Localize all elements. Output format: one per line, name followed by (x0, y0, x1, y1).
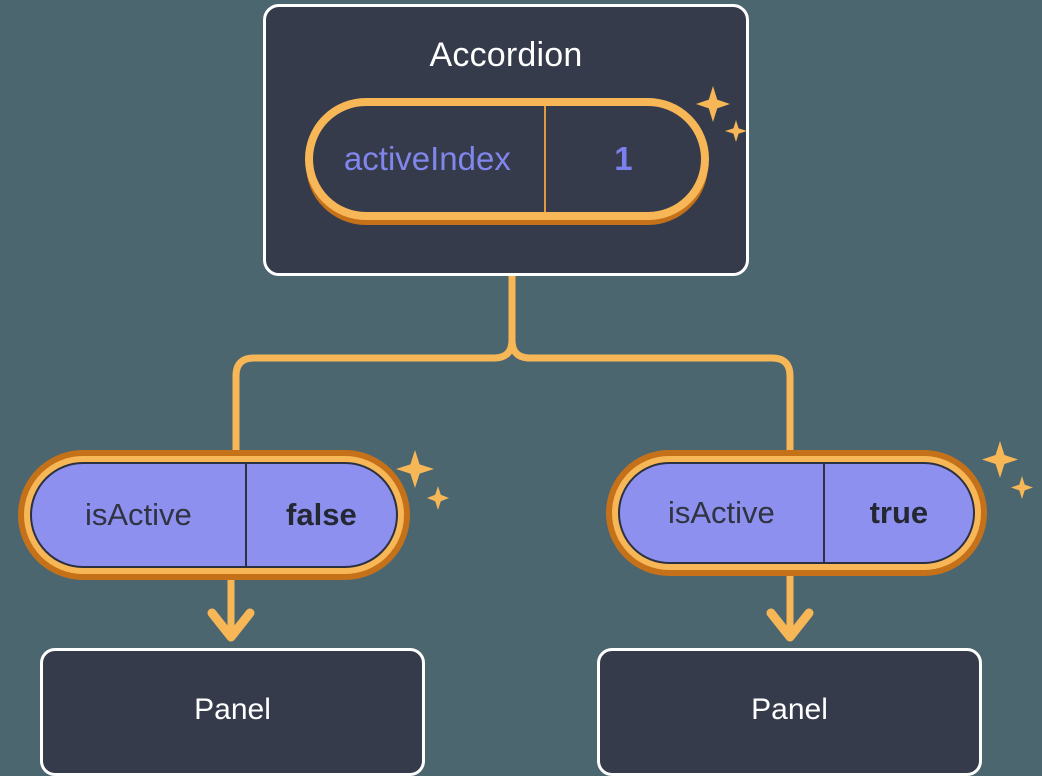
sparkle-four-point-small-icon (427, 486, 449, 510)
pill-amber-band: isActive true (612, 456, 981, 570)
sparkle-four-point-small-icon (1011, 476, 1033, 499)
page-title: Accordion (429, 36, 583, 74)
panel-title: Panel (194, 693, 271, 726)
state-pill-isactive-false[interactable]: isActive false (18, 450, 410, 580)
sparkle-four-point-icon (982, 441, 1018, 478)
state-value-label: false (286, 497, 357, 532)
pill-amber-band: isActive false (24, 456, 404, 574)
panel-title: Panel (751, 693, 828, 726)
component-card-panel-left[interactable]: Panel (40, 648, 425, 776)
pill-inner: isActive true (618, 462, 975, 564)
component-card-panel-right[interactable]: Panel (597, 648, 982, 776)
state-value-label: 1 (614, 140, 633, 177)
pill-inner: isActive false (30, 462, 398, 568)
state-key-label: isActive (32, 464, 247, 566)
state-key-label: activeIndex (313, 106, 546, 212)
state-pill-activeindex[interactable]: activeIndex 1 (305, 98, 709, 220)
state-value-label: true (869, 495, 929, 530)
sparkle-decoration-right (980, 438, 1036, 509)
state-key-label: isActive (620, 464, 825, 562)
state-pill-isactive-true[interactable]: isActive true (606, 450, 987, 576)
